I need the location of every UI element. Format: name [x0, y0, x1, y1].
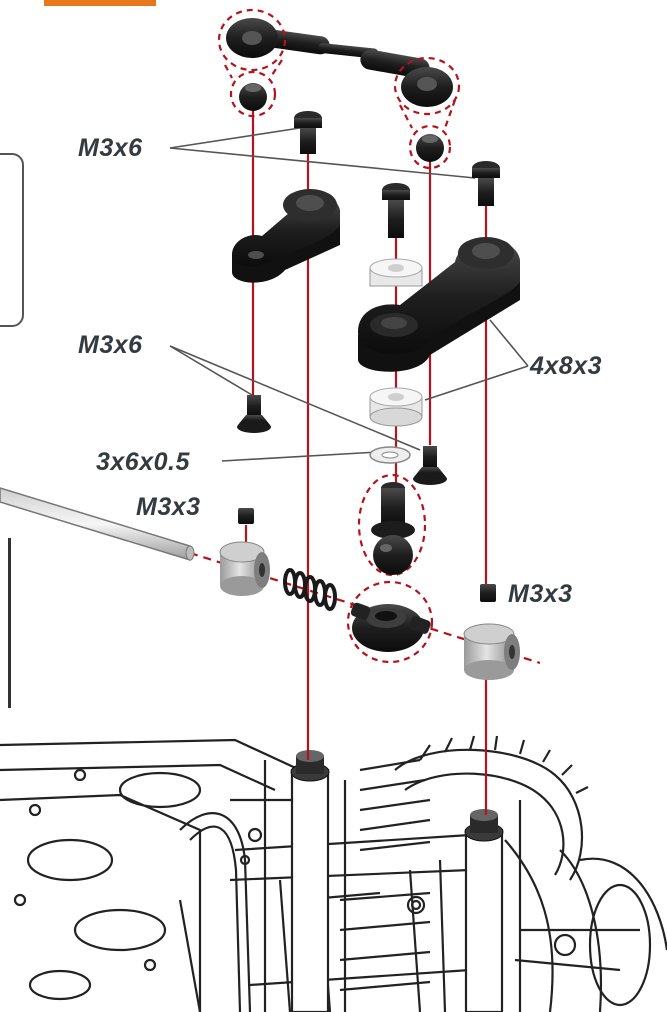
spur-gear [339, 735, 589, 992]
label-m3x3-right: M3x3 [508, 580, 573, 608]
label-m3x3-left: M3x3 [136, 493, 201, 521]
side-callout-frame-lower [0, 538, 11, 708]
screw-m3x6-bottom-right [413, 446, 447, 485]
screw-m3x6-center [382, 183, 410, 238]
turnbuckle-link [226, 18, 453, 107]
servo-arm-left [232, 189, 340, 283]
chassis-lineart [0, 738, 667, 1012]
set-screw-m3x3-right [480, 584, 496, 602]
collar-right [463, 623, 520, 680]
orange-header-tab [44, 0, 156, 6]
label-4x8x3: 4x8x3 [530, 352, 603, 380]
washer-4x8x3-top [369, 258, 423, 287]
screw-m3x6-bottom-left [237, 395, 271, 433]
spring [283, 568, 337, 611]
label-m3x6-top: M3x6 [78, 134, 143, 162]
shaft-rod [0, 487, 195, 562]
set-screw-m3x3-left [238, 508, 254, 524]
chassis-posts [290, 750, 504, 1012]
washer-4x8x3-bottom [369, 387, 423, 427]
label-m3x6-bottom: M3x6 [78, 331, 143, 359]
ball-cup [350, 602, 431, 652]
servo-arm-right [358, 237, 520, 372]
leader-lines [169, 127, 529, 462]
side-callout-frame [0, 153, 24, 327]
shim-3x6x0.5 [369, 446, 411, 464]
screw-m3x6-top-right [472, 161, 500, 206]
pivot-balls [239, 83, 444, 162]
label-3x6x0.5: 3x6x0.5 [96, 448, 190, 476]
highlight-circles [217, 8, 461, 664]
collar-left [219, 541, 270, 596]
screw-m3x6-top-left [294, 111, 322, 154]
ball-stud [371, 482, 415, 575]
guide-lines [189, 110, 541, 815]
